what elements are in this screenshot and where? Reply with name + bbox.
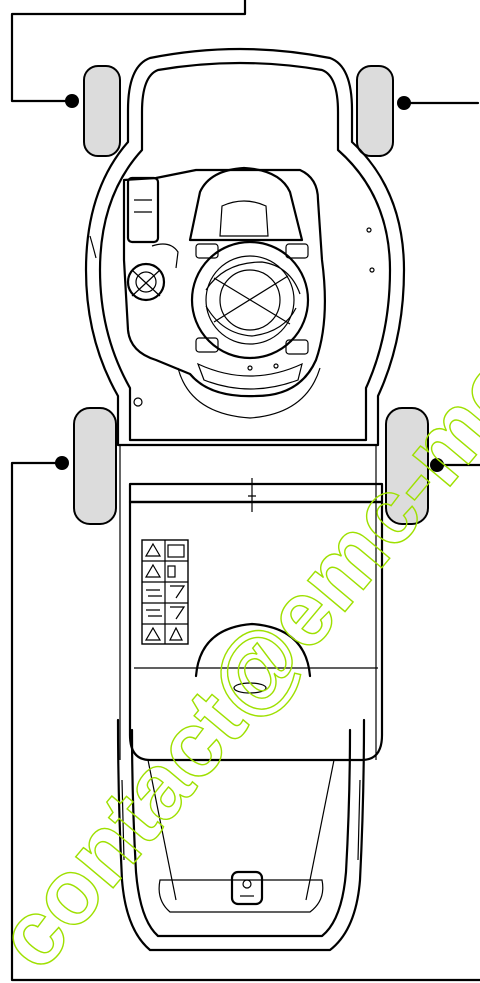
callout-lines bbox=[10, 0, 480, 982]
front-left-wheel bbox=[83, 65, 121, 157]
foot-hazard-icon bbox=[170, 606, 186, 620]
callout-rear-left bbox=[10, 461, 480, 982]
fuel-cap-icon bbox=[126, 243, 179, 302]
height-adjust-lever bbox=[248, 478, 256, 512]
warning-triangle-icon bbox=[144, 542, 162, 557]
rear-left-wheel bbox=[73, 407, 117, 525]
mower-deck bbox=[84, 47, 406, 447]
deck-outer-outline bbox=[84, 47, 406, 447]
blade-hazard-icon bbox=[146, 589, 162, 597]
hazard-hand-icon bbox=[144, 563, 162, 578]
callout-dot-rear-right bbox=[430, 458, 444, 472]
bag-handle-opening bbox=[194, 622, 312, 678]
rear-section bbox=[119, 445, 384, 762]
bystander-icon bbox=[170, 585, 186, 599]
callout-dot-front-left bbox=[65, 94, 79, 108]
safety-switch-box bbox=[230, 870, 264, 906]
key-removal-icon bbox=[167, 565, 176, 578]
callout-front-left bbox=[10, 0, 247, 103]
engine-flywheel-cover bbox=[190, 240, 310, 360]
warning-triangle-icon bbox=[144, 626, 162, 641]
rotating-blade-icon bbox=[146, 609, 162, 617]
engine-shroud-top bbox=[188, 166, 304, 242]
deck-edge-mark bbox=[89, 235, 97, 259]
callout-dot-rear-left bbox=[55, 456, 69, 470]
deck-bolt-1 bbox=[366, 227, 372, 233]
manual-book-icon bbox=[167, 544, 185, 558]
wheels bbox=[73, 65, 429, 525]
deck-bolt-2 bbox=[369, 267, 375, 273]
deck-inner-outline bbox=[98, 61, 392, 442]
rear-right-wheel bbox=[385, 407, 429, 525]
watermark: contact@emc-moto bbox=[0, 265, 480, 983]
bystander-distance-icon bbox=[169, 626, 183, 641]
mower-handle bbox=[116, 718, 366, 952]
handle-inner bbox=[130, 728, 352, 938]
warning-label-sticker bbox=[141, 539, 189, 645]
callout-dot-front-right bbox=[397, 96, 411, 110]
engine-air-filter bbox=[126, 176, 160, 244]
engine-cooling-fins bbox=[205, 261, 301, 337]
engine-housing bbox=[122, 168, 327, 398]
deck-hole bbox=[133, 397, 143, 407]
handle-outer bbox=[116, 718, 366, 952]
deck-dome-line bbox=[177, 367, 321, 419]
front-right-wheel bbox=[356, 65, 394, 157]
handle-bar-grip bbox=[158, 879, 324, 913]
watermark-text: contact@emc-moto bbox=[0, 266, 480, 983]
engine-icon bbox=[122, 166, 327, 419]
